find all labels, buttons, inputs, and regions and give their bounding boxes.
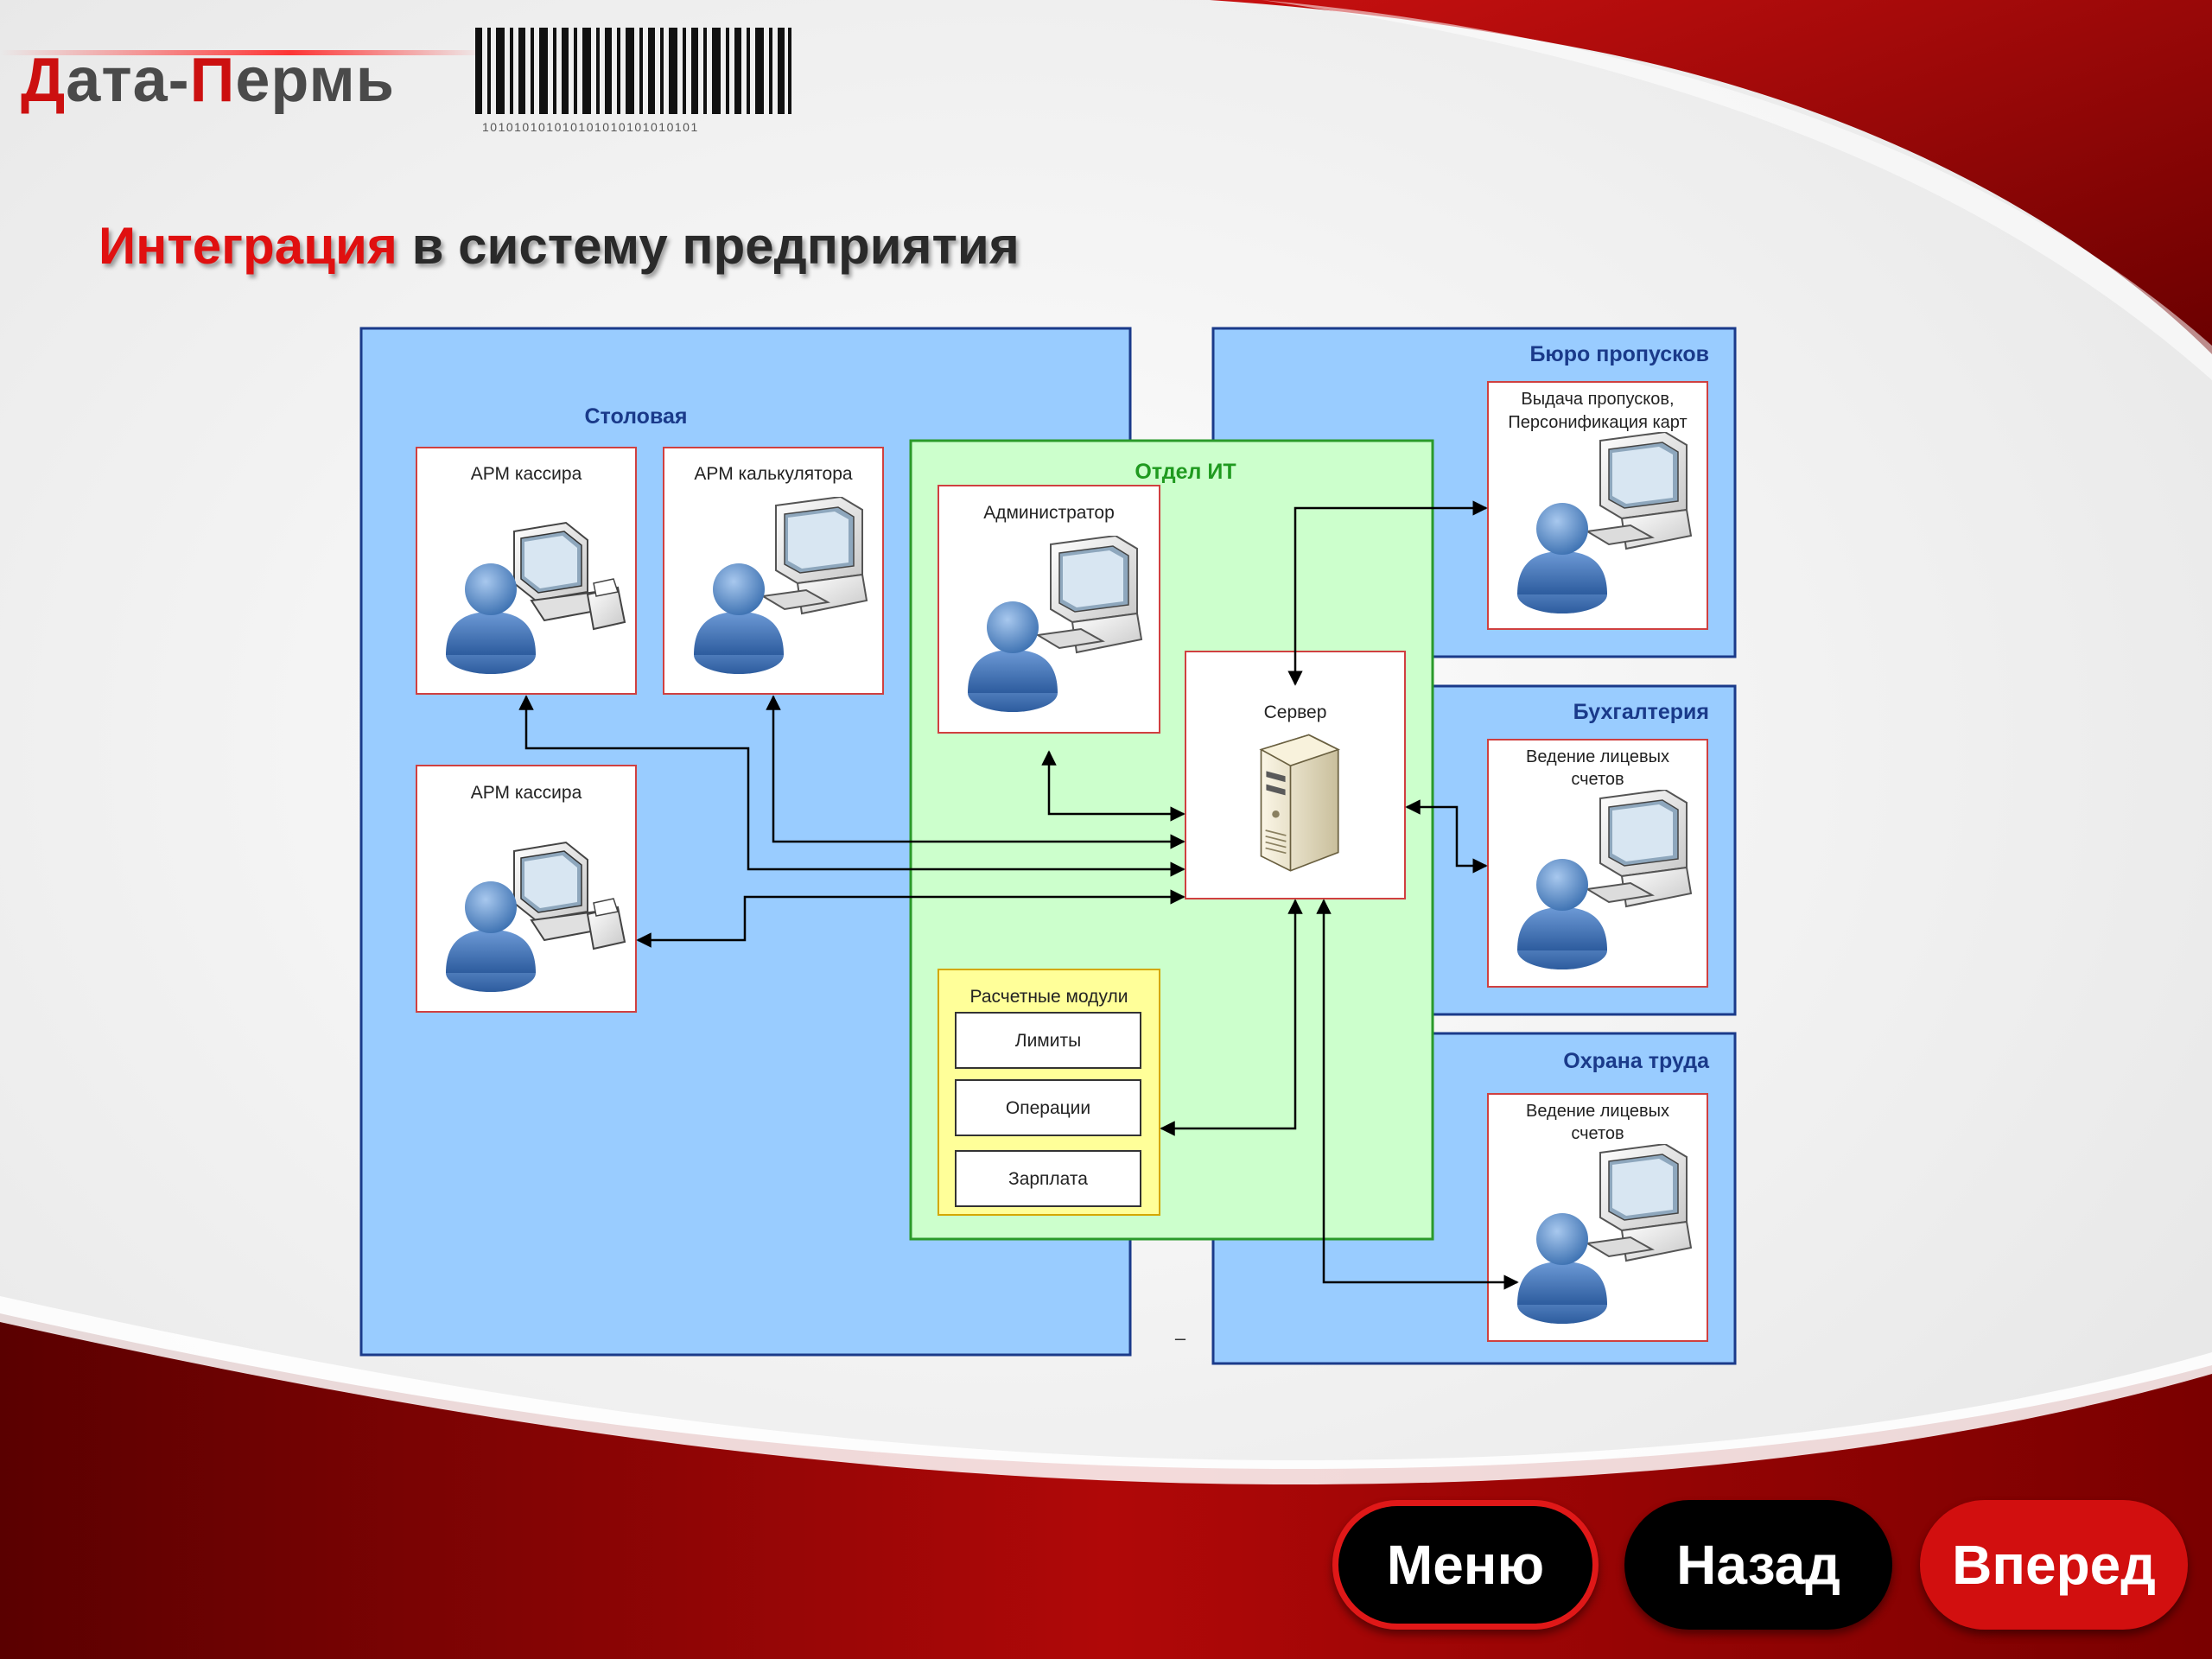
svg-text:Администратор: Администратор — [983, 503, 1115, 523]
svg-text:Сервер: Сервер — [1264, 702, 1327, 722]
node-arm-kassira-1: АРМ кассира — [416, 447, 637, 695]
svg-text:АРМ калькулятора: АРМ калькулятора — [694, 464, 852, 484]
group-ohrana-label: Охрана труда — [1563, 1049, 1710, 1073]
computer-icon — [1586, 432, 1692, 550]
svg-text:счетов: счетов — [1571, 770, 1624, 789]
link-server-ohrana — [1316, 899, 1519, 1290]
link-admin-server — [1041, 750, 1185, 822]
svg-text:Ведение лицевых: Ведение лицевых — [1526, 747, 1669, 766]
server-icon — [1260, 734, 1339, 872]
svg-text:Персонификация карт: Персонификация карт — [1508, 413, 1687, 432]
svg-text:Ведение лицевых: Ведение лицевых — [1526, 1102, 1669, 1121]
link-calc-server — [766, 695, 1185, 849]
link-kassir1-server — [518, 695, 1185, 877]
link-server-buh — [1405, 799, 1488, 874]
computer-icon — [1586, 1144, 1692, 1262]
group-buh-label: Бухгалтерия — [1573, 700, 1709, 724]
page-title-rest: в систему предприятия — [397, 217, 1020, 275]
svg-text:счетов: счетов — [1571, 1124, 1624, 1143]
node-ohrana: Ведение лицевых счетов — [1487, 1093, 1708, 1342]
back-button[interactable]: Назад — [1624, 1500, 1892, 1630]
menu-button[interactable]: Меню — [1332, 1500, 1599, 1630]
svg-text:АРМ кассира: АРМ кассира — [471, 783, 582, 803]
svg-text:Операции: Операции — [1006, 1098, 1090, 1118]
svg-text:101010101010101010101010101: 101010101010101010101010101 — [482, 120, 699, 134]
computer-icon — [1586, 790, 1692, 907]
node-buh: Ведение лицевых счетов — [1487, 739, 1708, 988]
stray-mark: – — [1175, 1327, 1186, 1349]
computer-icon — [1037, 536, 1142, 653]
link-server-byuro — [1287, 500, 1488, 686]
node-server: Сервер — [1185, 651, 1406, 899]
page-title: Интеграция в систему предприятия — [99, 216, 1020, 276]
group-it-label: Отдел ИТ — [1135, 460, 1236, 484]
next-button[interactable]: Вперед — [1920, 1500, 2188, 1630]
node-arm-kassira-2: АРМ кассира — [416, 765, 637, 1013]
svg-text:Зарплата: Зарплата — [1008, 1169, 1088, 1189]
barcode-icon: 101010101010101010101010101 — [475, 28, 791, 134]
module-limits — [955, 1012, 1141, 1069]
node-admin: Администратор — [938, 485, 1160, 734]
node-arm-calc: АРМ калькулятора — [663, 447, 884, 695]
connectors — [518, 500, 1519, 1290]
svg-text:АРМ кассира: АРМ кассира — [471, 464, 582, 484]
company-logo: Дата-Пермь — [21, 46, 395, 115]
group-stolovaya-label: Столовая — [585, 404, 688, 429]
computer-icon — [762, 497, 868, 614]
module-salary — [955, 1150, 1141, 1207]
svg-text:Выдача пропусков,: Выдача пропусков, — [1521, 390, 1674, 409]
modules-title: Расчетные модули — [970, 987, 1128, 1007]
module-operations — [955, 1079, 1141, 1136]
svg-text:Лимиты: Лимиты — [1015, 1031, 1081, 1051]
page-title-highlight: Интеграция — [99, 217, 397, 275]
link-kassir2-server — [636, 889, 1185, 948]
link-server-modules — [1160, 899, 1303, 1136]
node-byuro: Выдача пропусков, Персонификация карт — [1487, 381, 1708, 630]
group-byuro-label: Бюро пропусков — [1529, 342, 1709, 366]
modules-box: Расчетные модули Лимиты Операции Зарплат… — [938, 969, 1160, 1216]
